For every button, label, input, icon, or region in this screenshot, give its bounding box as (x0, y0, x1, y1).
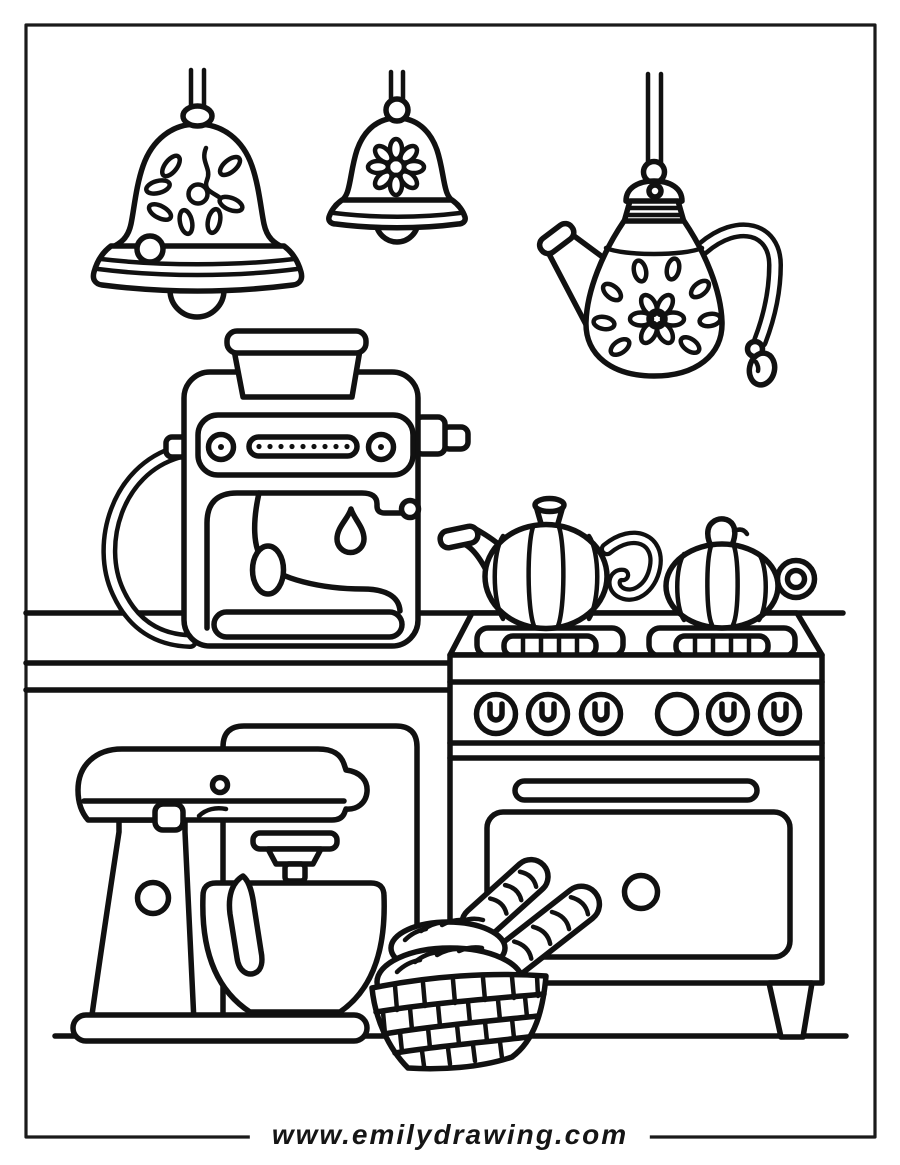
website-url: www.emilydrawing.com (249, 1116, 651, 1154)
bean-hopper (231, 347, 363, 400)
burner-right (646, 625, 798, 659)
stove-knobs (473, 691, 803, 737)
oven-door-knob (621, 872, 661, 912)
machine-knob (249, 543, 287, 597)
kettle-body (663, 541, 781, 631)
coffee-machine (101, 328, 471, 649)
mixer-dial (134, 879, 172, 917)
small-bell-lamp (326, 69, 468, 245)
coffee-drop (334, 506, 367, 556)
gas-stove (447, 610, 825, 986)
large-bell-lamp (90, 67, 305, 320)
bowl-handle-strap (226, 873, 265, 977)
kettle-lid (532, 495, 567, 515)
mixer-pedestal (88, 817, 197, 1025)
pumpkin-kettle-left (437, 495, 663, 632)
mixer-knob (152, 801, 186, 833)
hanging-teapot (536, 71, 783, 388)
pumpkin-kettle-right (663, 516, 818, 631)
stand-mixer (70, 746, 387, 1044)
basket-weave (380, 973, 541, 1069)
mixer-base (70, 1012, 370, 1044)
kettle-spout-tip (437, 523, 481, 551)
baguette-right (481, 883, 603, 987)
burner-left (474, 625, 626, 659)
kettle-body (482, 521, 610, 632)
vent-dots (256, 443, 350, 450)
teapot-spout-tip (536, 220, 577, 257)
bread-basket (369, 856, 603, 1072)
oven-handle (512, 778, 760, 803)
wall-panel (220, 723, 420, 1039)
